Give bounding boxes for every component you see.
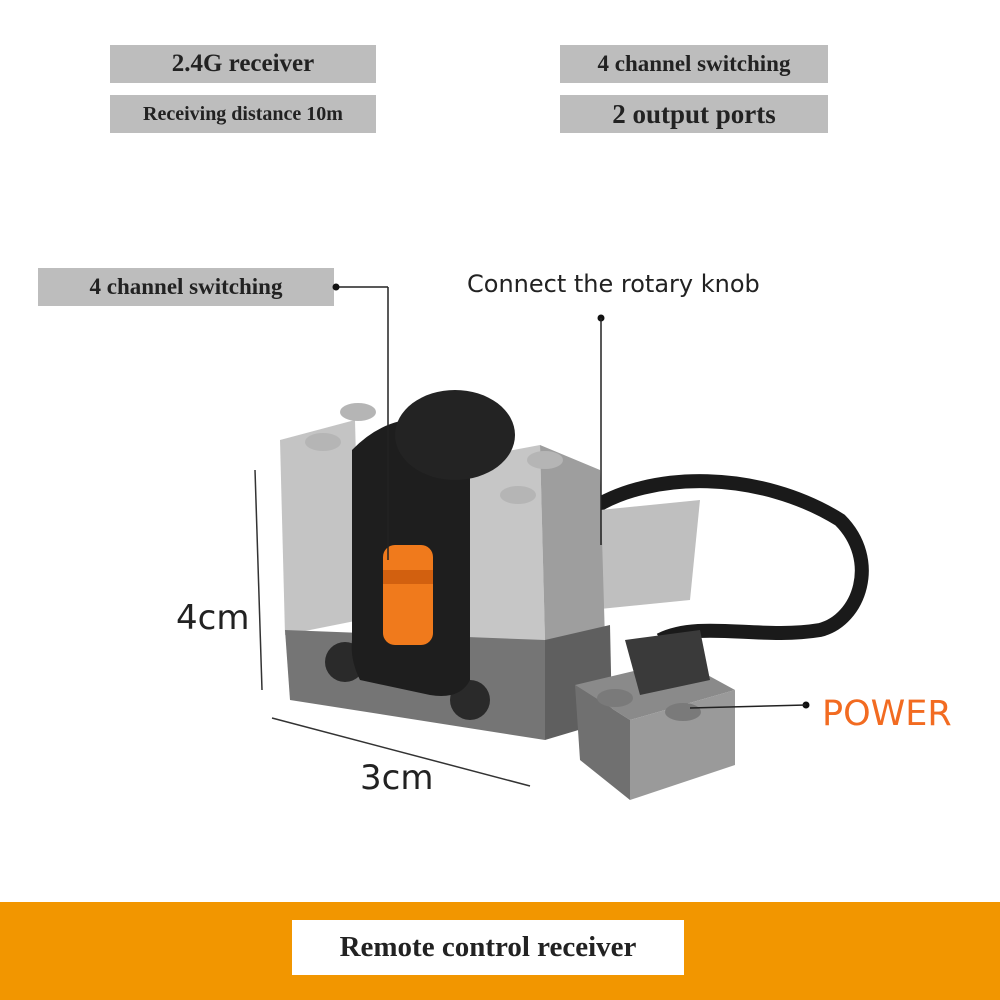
feature-distance-label: Receiving distance 10m [110, 95, 376, 133]
cable-connector [590, 500, 700, 610]
height-dimension: 4cm [176, 598, 250, 638]
rotary-knob-callout: Connect the rotary knob [467, 270, 760, 298]
feature-channels-label: 4 channel switching [560, 45, 828, 83]
rotary-knob [395, 390, 515, 480]
height-dimension-line [254, 469, 263, 691]
width-dimension: 3cm [360, 758, 434, 798]
feature-ports-label: 2 output ports [560, 95, 828, 133]
feature-receiver-label: 2.4G receiver [110, 45, 376, 83]
width-dimension-line [271, 717, 531, 787]
receiver-product-illustration [254, 283, 869, 800]
channel-switch [383, 545, 433, 645]
cable [586, 474, 869, 647]
banner-title: Remote control receiver [292, 920, 684, 975]
channel-switch-callout: 4 channel switching [38, 268, 334, 306]
power-callout: POWER [822, 694, 952, 734]
